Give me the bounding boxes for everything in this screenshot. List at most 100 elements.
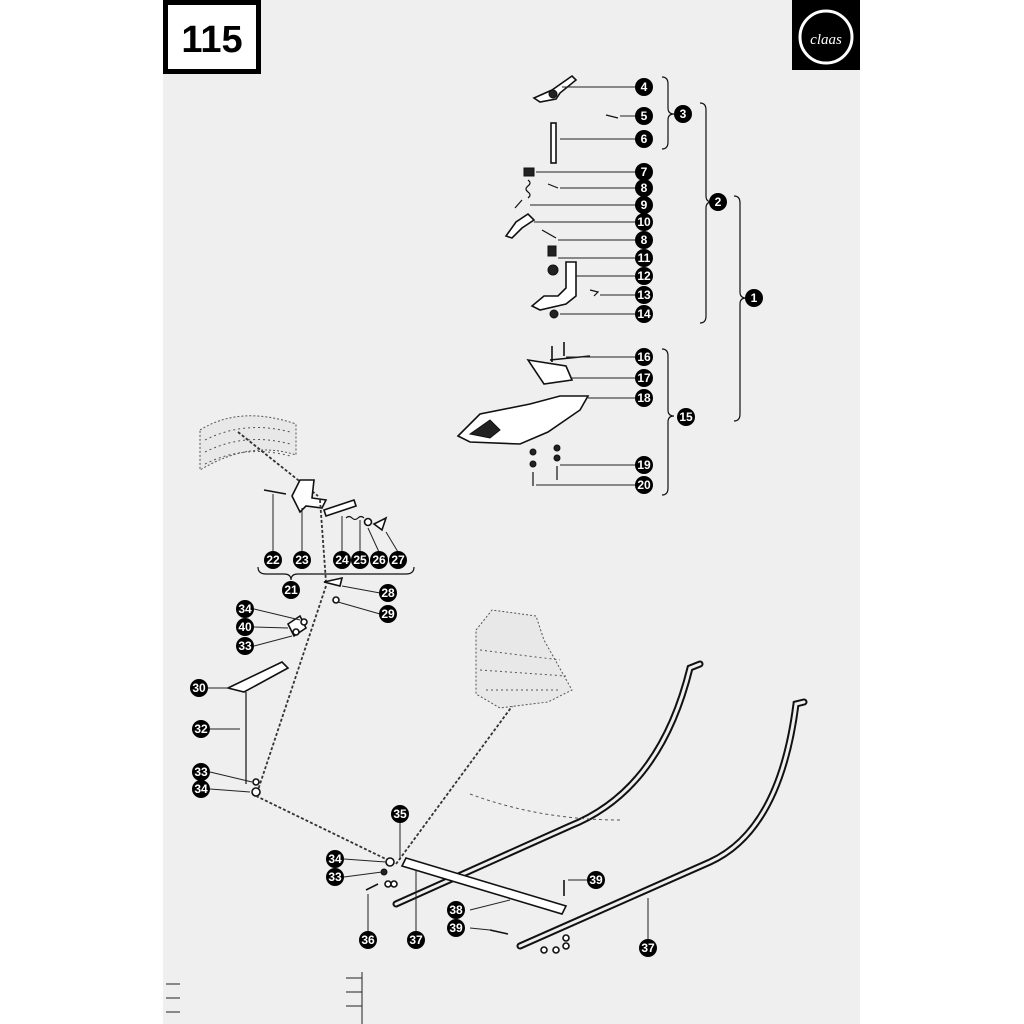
callout-34c: 34 (326, 850, 344, 868)
lever-part (504, 212, 536, 239)
nut-part (523, 167, 535, 177)
clip-bar-part (549, 342, 591, 362)
callout-35: 35 (391, 805, 409, 823)
svg-text:36: 36 (361, 933, 375, 947)
svg-text:39: 39 (449, 921, 463, 935)
callout-20: 20 (635, 476, 653, 494)
callout-3: 3 (674, 105, 692, 123)
callout-39a: 39 (587, 871, 605, 889)
callout-38: 38 (447, 901, 465, 919)
deflector-slot (468, 419, 501, 439)
callout-34b: 34 (192, 780, 210, 798)
bracket-hole (547, 264, 559, 276)
callout-27: 27 (389, 551, 407, 569)
wingnut-27-part (372, 516, 388, 532)
deflector-part (456, 395, 590, 445)
callout-36: 36 (359, 931, 377, 949)
svg-text:7: 7 (641, 165, 648, 179)
callout-8b: 8 (635, 231, 653, 249)
svg-text:4: 4 (641, 80, 648, 94)
spring-pin-part (605, 114, 619, 119)
callout-28: 28 (379, 584, 397, 602)
svg-text:9: 9 (641, 198, 648, 212)
runner-37-outer (516, 698, 808, 950)
svg-text:34: 34 (194, 782, 208, 796)
logo-text: claas (810, 32, 842, 48)
catalog-page: 115 claas (163, 0, 860, 1024)
callout-18: 18 (635, 389, 653, 407)
svg-text:15: 15 (679, 410, 693, 424)
cable-to-drum (395, 689, 525, 865)
pin2-part (541, 229, 557, 239)
pin-part (547, 183, 559, 189)
callout-2: 2 (709, 193, 727, 211)
washer-26-part (363, 517, 373, 527)
parts-diagram: 115 claas (163, 0, 860, 1024)
callout-26: 26 (370, 551, 388, 569)
clip-part (514, 199, 523, 209)
leader-lines-upper (530, 86, 636, 486)
callout-16: 16 (635, 348, 653, 366)
callout-12: 12 (635, 267, 653, 285)
svg-text:21: 21 (284, 583, 298, 597)
leader-lines-lower (208, 494, 649, 940)
bolt-part (550, 122, 557, 164)
cable-down (257, 585, 327, 791)
callout-33c: 33 (326, 868, 344, 886)
callout-40: 40 (236, 618, 254, 636)
svg-text:37: 37 (409, 933, 423, 947)
svg-text:30: 30 (192, 681, 206, 695)
pickup-drum-sketch (475, 609, 573, 709)
bracket-part (530, 261, 577, 311)
svg-text:16: 16 (637, 350, 651, 364)
svg-text:10: 10 (637, 215, 651, 229)
svg-text:33: 33 (238, 639, 252, 653)
ring-29-part (332, 596, 340, 604)
cable-mid (319, 499, 327, 583)
callout-37b: 37 (639, 939, 657, 957)
callout-1: 1 (745, 289, 763, 307)
svg-text:13: 13 (637, 288, 651, 302)
svg-text:35: 35 (393, 807, 407, 821)
svg-text:33: 33 (194, 765, 208, 779)
crossbar-38-part (400, 857, 568, 915)
callout-15: 15 (677, 408, 695, 426)
svg-text:6: 6 (641, 132, 648, 146)
svg-text:1: 1 (751, 291, 758, 305)
spring-part (525, 179, 531, 199)
svg-text:34: 34 (328, 852, 342, 866)
svg-text:8: 8 (641, 181, 648, 195)
callout-37a: 37 (407, 931, 425, 949)
callout-5: 5 (635, 107, 653, 125)
svg-text:8: 8 (641, 233, 648, 247)
strap-24-part (322, 498, 358, 518)
svg-text:5: 5 (641, 109, 648, 123)
callout-39b: 39 (447, 919, 465, 937)
callout-25: 25 (351, 551, 369, 569)
svg-text:12: 12 (637, 269, 651, 283)
spring-25-part (345, 515, 365, 521)
svg-text:11: 11 (638, 251, 651, 265)
runner-37-inner (392, 660, 704, 908)
svg-text:32: 32 (194, 722, 208, 736)
pulley-34-part (251, 787, 261, 797)
callout-21: 21 (282, 581, 300, 599)
claas-logo: claas (792, 0, 860, 70)
bushing-part (547, 245, 557, 257)
svg-text:33: 33 (328, 870, 342, 884)
callout-10: 10 (635, 213, 653, 231)
callout-11: 11 (635, 249, 653, 267)
callout-34a: 34 (236, 600, 254, 618)
callout-32: 32 (192, 720, 210, 738)
callout-23: 23 (293, 551, 311, 569)
svg-text:40: 40 (238, 620, 252, 634)
page-number: 115 (181, 19, 242, 61)
callout-22: 22 (264, 551, 282, 569)
svg-text:19: 19 (637, 458, 651, 472)
callout-4: 4 (635, 78, 653, 96)
callout-14: 14 (635, 305, 653, 323)
svg-text:17: 17 (637, 371, 651, 385)
callout-30: 30 (190, 679, 208, 697)
svg-text:18: 18 (637, 391, 651, 405)
svg-text:25: 25 (353, 553, 367, 567)
